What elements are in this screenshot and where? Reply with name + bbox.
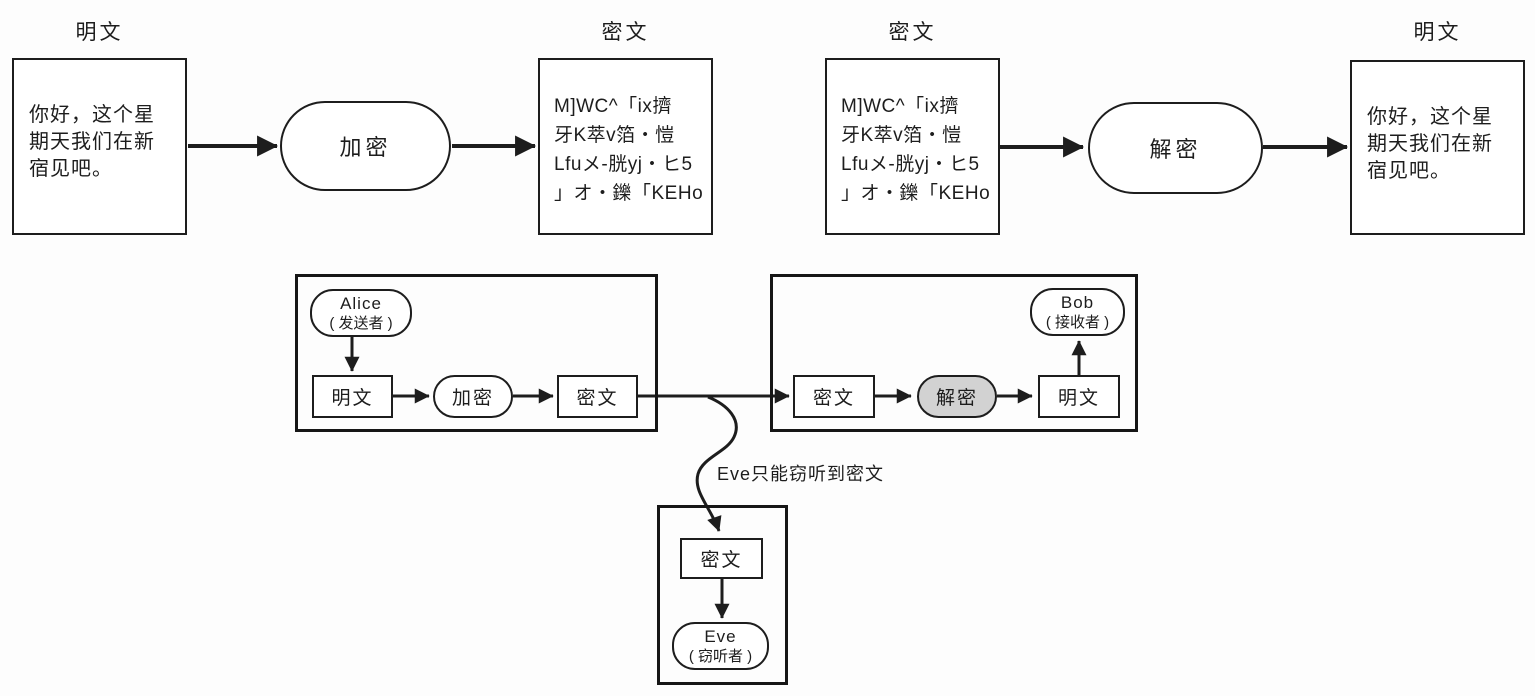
plaintext-box-right: 你好，这个星期天我们在新宿见吧。 (1350, 60, 1525, 235)
eavesdropper-ciphertext-box: 密文 (680, 538, 763, 579)
receiver-plaintext-box: 明文 (1038, 375, 1120, 418)
receiver-ciphertext-box: 密文 (793, 375, 875, 418)
eavesdrop-tap-line (695, 395, 738, 532)
encrypt-label: 加密 (339, 135, 392, 160)
eve-capsule: Eve ( 窃听者 ) (672, 622, 769, 670)
plaintext-message-left: 你好，这个星期天我们在新宿见吧。 (29, 104, 155, 180)
alice-role: ( 发送者 ) (329, 315, 393, 332)
receiver-panel (770, 274, 1138, 432)
decrypt-stadium: 解密 (1088, 102, 1263, 194)
receiver-decrypt-stadium: 解密 (917, 375, 997, 418)
ciphertext-box-right: M]WC^「ix擠 牙K萃v箔・愷 Lfuメ-胱yj・ヒ5 」オ・鑠「KEHo (825, 58, 1000, 235)
plaintext-caption-left: 明文 (75, 21, 124, 44)
ciphertext-text-left: M]WC^「ix擠 牙K萃v箔・愷 Lfuメ-胱yj・ヒ5 」オ・鑠「KEHo (554, 92, 707, 208)
bob-role: ( 接收者 ) (1045, 314, 1110, 331)
cipher-line: 」オ・鑠「KEHo (841, 183, 991, 204)
alice-name: Alice (340, 294, 382, 313)
plaintext-message-right: 你好，这个星期天我们在新宿见吧。 (1367, 106, 1493, 182)
cipher-line: M]WC^「ix擠 (554, 96, 672, 117)
eve-role: ( 窃听者 ) (688, 648, 753, 665)
sender-panel (295, 274, 658, 432)
cipher-line: Lfuメ-胱yj・ヒ5 (554, 154, 693, 175)
ciphertext-caption-right: 密文 (888, 21, 937, 44)
cipher-line: 」オ・鑠「KEHo (554, 183, 704, 204)
plaintext-box-left: 你好，这个星期天我们在新宿见吧。 (12, 58, 187, 235)
eavesdropper-panel (657, 505, 788, 685)
ciphertext-box-left: M]WC^「ix擠 牙K萃v箔・愷 Lfuメ-胱yj・ヒ5 」オ・鑠「KEHo (538, 58, 713, 235)
eavesdrop-annotation: Eve只能窃听到密文 (717, 464, 885, 484)
plaintext-caption-right: 明文 (1413, 21, 1462, 44)
eve-name: Eve (704, 627, 737, 646)
sender-encrypt-stadium: 加密 (433, 375, 513, 418)
ciphertext-caption-left: 密文 (601, 21, 650, 44)
cipher-line: Lfuメ-胱yj・ヒ5 (841, 154, 980, 175)
decrypt-label: 解密 (1149, 137, 1202, 162)
sender-ciphertext-box: 密文 (557, 375, 638, 418)
sender-plaintext-box: 明文 (312, 375, 393, 418)
alice-capsule: Alice ( 发送者 ) (310, 289, 412, 337)
bob-capsule: Bob ( 接收者 ) (1030, 288, 1125, 336)
cipher-line: 牙K萃v箔・愷 (554, 125, 675, 146)
cipher-line: 牙K萃v箔・愷 (841, 125, 962, 146)
encrypt-stadium: 加密 (280, 101, 451, 191)
ciphertext-text-right: M]WC^「ix擠 牙K萃v箔・愷 Lfuメ-胱yj・ヒ5 」オ・鑠「KEHo (841, 92, 994, 208)
cipher-line: M]WC^「ix擠 (841, 96, 959, 117)
bob-name: Bob (1060, 293, 1095, 312)
